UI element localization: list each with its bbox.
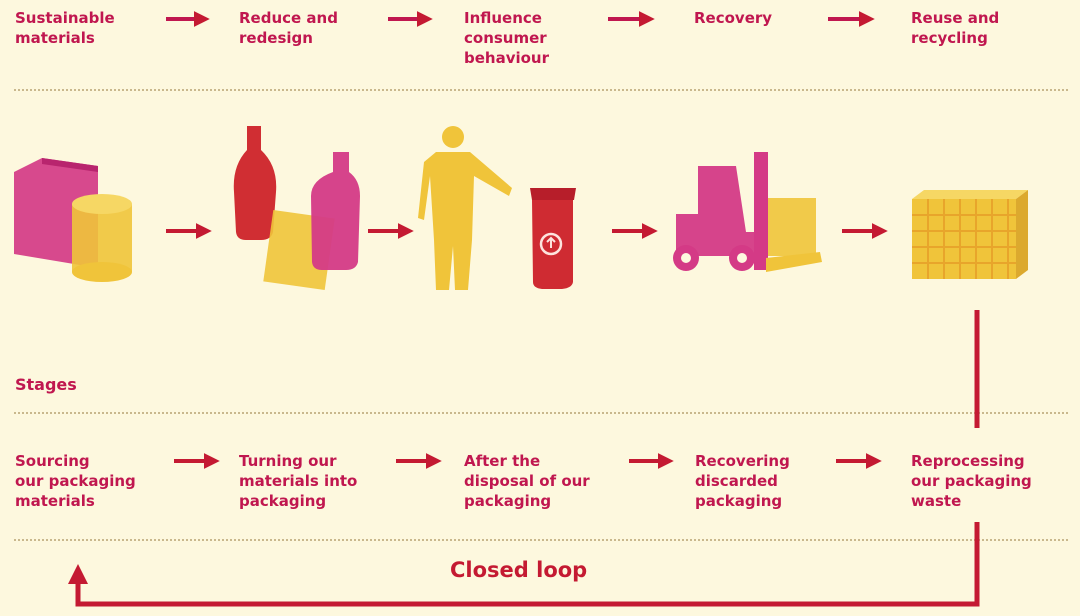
divider-bottom xyxy=(14,539,1068,541)
loop-return-path xyxy=(68,522,980,607)
header-sustainable-materials: Sustainable materials xyxy=(15,9,115,47)
person-recycle-bin-icon xyxy=(418,126,576,290)
desc-reprocessing: Reprocessing our packaging waste xyxy=(911,452,1032,510)
bottles-icon xyxy=(233,126,360,290)
desc-recovering: Recovering discarded packaging xyxy=(695,452,790,510)
header-reuse-recycling: Reuse and recycling xyxy=(911,9,1000,47)
divider-middle xyxy=(14,412,1068,414)
header-reduce-redesign: Reduce and redesign xyxy=(239,9,338,47)
header-influence-behaviour: Influence consumer behaviour xyxy=(464,9,550,67)
recycled-block-icon xyxy=(912,190,1028,279)
divider-top xyxy=(14,89,1068,91)
forklift-icon xyxy=(673,152,822,272)
closed-loop-label: Closed loop xyxy=(450,558,588,582)
desc-turning: Turning our materials into packaging xyxy=(239,452,358,510)
desc-sourcing: Sourcing our packaging materials xyxy=(15,452,136,510)
header-recovery: Recovery xyxy=(694,9,773,27)
stages-label: Stages xyxy=(15,375,77,394)
closed-loop-arrow xyxy=(68,310,980,607)
desc-after-disposal: After the disposal of our packaging xyxy=(464,452,590,510)
materials-icon xyxy=(14,158,132,282)
